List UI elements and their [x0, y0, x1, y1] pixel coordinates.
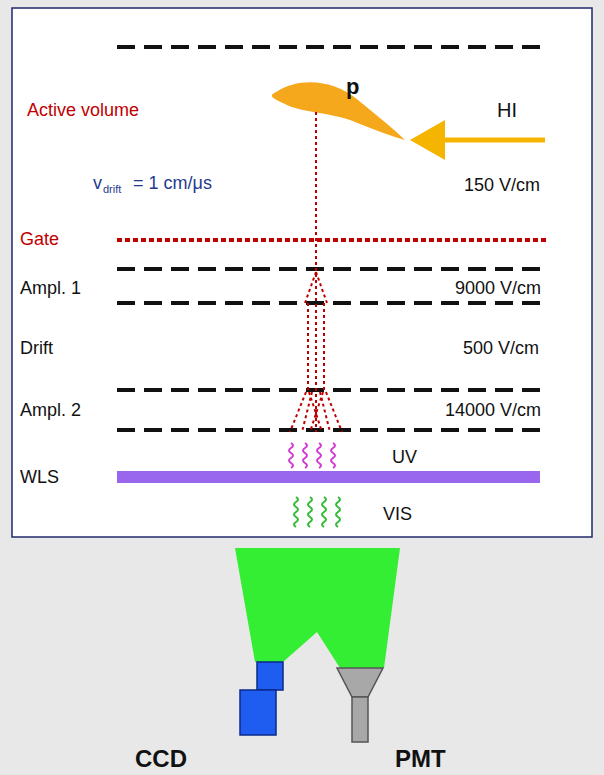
- field-value: 150 V/cm: [464, 176, 540, 194]
- electrode-meshes: [117, 47, 548, 430]
- field-value: 500 V/cm: [463, 339, 539, 357]
- velocity-value: = 1 cm/μs: [133, 174, 212, 192]
- photon-wave: [336, 497, 340, 527]
- gate-grid: [117, 238, 548, 242]
- wls-plate: [117, 471, 540, 483]
- electron-drift: [290, 112, 342, 432]
- visible-photons: [294, 497, 340, 527]
- velocity-symbol: v: [93, 174, 102, 192]
- pmt-window: [337, 668, 383, 697]
- heavy-ion-beam: [415, 138, 545, 143]
- detector-label: PMT: [395, 745, 446, 773]
- plate-label: WLS: [20, 468, 59, 486]
- photon-wave: [322, 497, 326, 527]
- light-cone: [235, 548, 400, 668]
- chamber-frame: [12, 8, 592, 537]
- proton-track: [272, 82, 405, 140]
- photon-wave: [317, 443, 321, 468]
- stage-label: Ampl. 2: [20, 401, 81, 419]
- photon-wave: [331, 443, 335, 468]
- pmt-tube: [352, 697, 368, 742]
- photon-wave: [308, 497, 312, 527]
- region-label: Active volume: [27, 101, 139, 119]
- node-text: CCD: [135, 745, 187, 773]
- beam-label: HI: [497, 100, 517, 120]
- particle-label: p: [346, 76, 359, 98]
- photon-wave: [303, 443, 307, 468]
- stage-label: Drift: [20, 339, 53, 357]
- photon-wave: [294, 497, 298, 527]
- photon-wave: [289, 443, 293, 468]
- electrode-label: Gate: [20, 230, 59, 248]
- field-value: 14000 V/cm: [445, 401, 541, 419]
- stage-label: Ampl. 1: [20, 279, 81, 297]
- node-text: PMT: [395, 745, 446, 773]
- camera-label: CCD: [135, 745, 187, 773]
- ccd-camera: [240, 690, 276, 735]
- field-value: 9000 V/cm: [455, 279, 541, 297]
- ccd-lens: [257, 662, 283, 690]
- light-label: VIS: [383, 505, 412, 523]
- uv-photons: [289, 443, 335, 468]
- light-label: UV: [392, 448, 417, 466]
- velocity-subscript: drift: [103, 184, 121, 195]
